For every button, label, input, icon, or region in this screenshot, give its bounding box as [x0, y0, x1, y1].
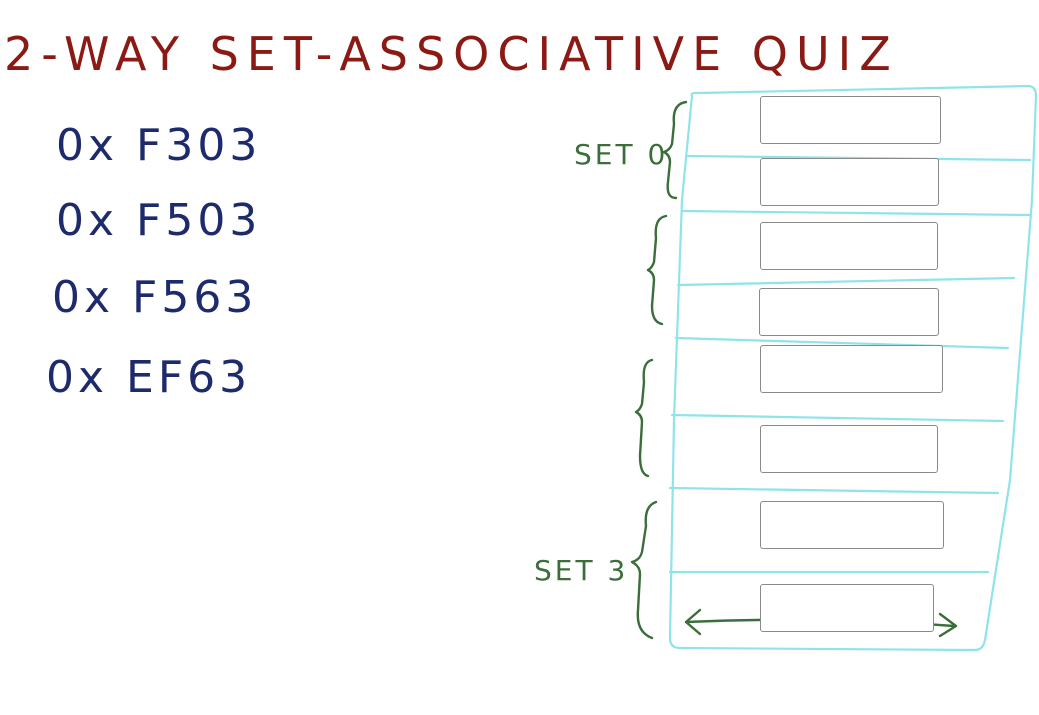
address-4: 0x EF63 [46, 352, 251, 403]
answer-set2-way1[interactable] [760, 425, 938, 473]
answer-set3-way0[interactable] [760, 501, 944, 549]
answer-set2-way0[interactable] [760, 345, 943, 393]
right-arrowhead-icon [938, 612, 958, 638]
way-divider-set1 [676, 276, 1016, 287]
answer-set1-way1[interactable] [759, 288, 939, 336]
answer-set1-way0[interactable] [760, 222, 938, 270]
set-divider-2-3 [668, 486, 1000, 495]
brace-set-2 [634, 358, 654, 478]
answer-set3-way1[interactable] [760, 584, 934, 632]
left-arrowhead-icon [684, 608, 702, 636]
set-braces [630, 100, 688, 640]
set-0-label: SET 0 [574, 138, 668, 171]
quiz-title: 2-WAY SET-ASSOCIATIVE QUIZ [4, 27, 899, 81]
brace-set-1 [646, 214, 668, 326]
way-divider-set2 [670, 413, 1005, 423]
address-3: 0x F563 [52, 272, 257, 323]
brace-set-0 [662, 100, 688, 200]
address-2: 0x F503 [56, 195, 261, 246]
set-3-label: SET 3 [534, 554, 628, 587]
brace-set-3 [630, 500, 658, 640]
answer-set0-way0[interactable] [760, 96, 941, 144]
cache-outline [668, 84, 1038, 652]
address-1: 0x F303 [56, 120, 261, 171]
set-divider-1-2 [674, 336, 1010, 350]
answer-set0-way1[interactable] [760, 158, 939, 206]
set-divider-0-1 [680, 209, 1032, 217]
